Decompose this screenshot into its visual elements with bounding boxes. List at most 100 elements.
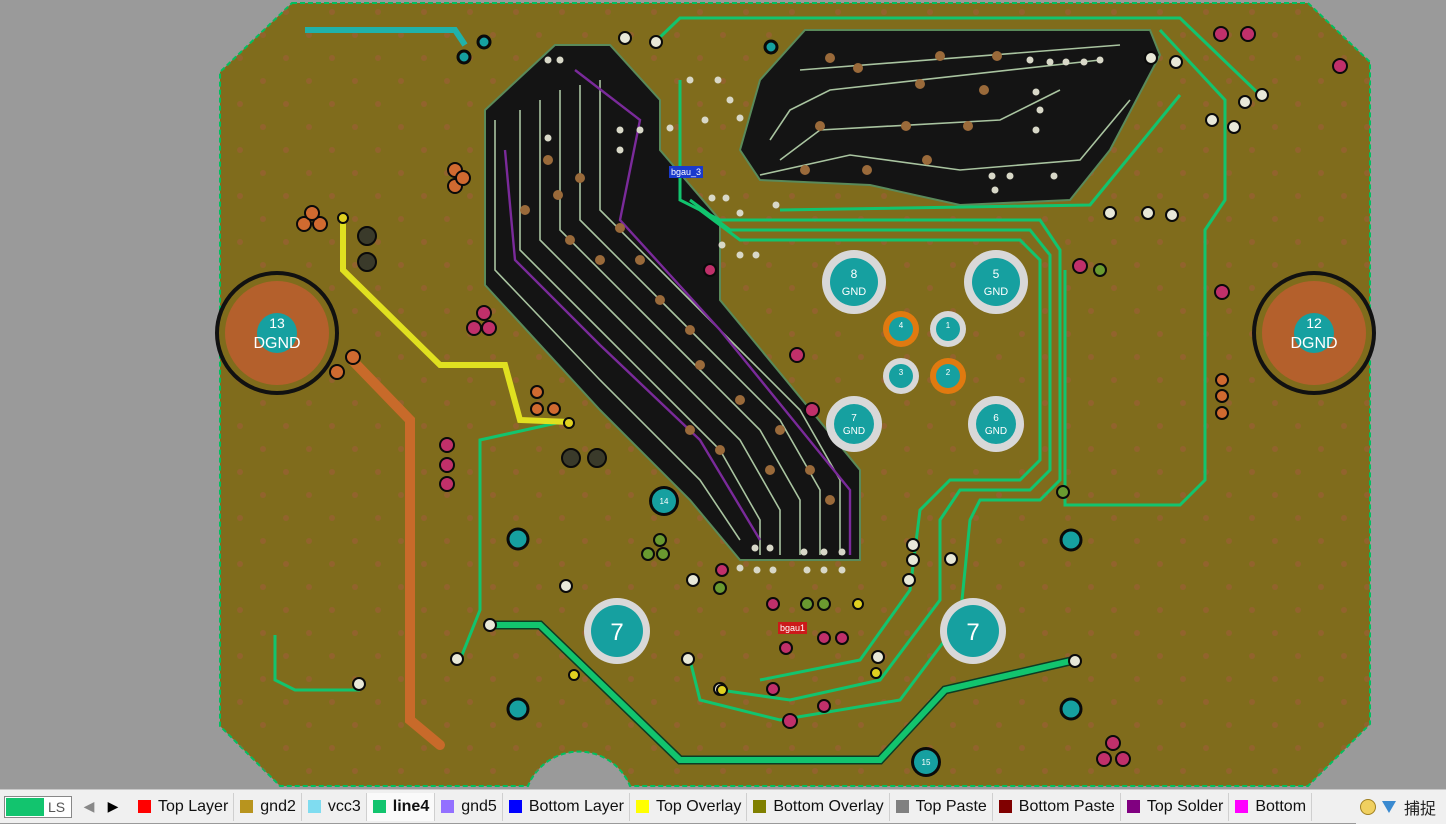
mount-hole-left[interactable] — [215, 271, 339, 395]
layer-color-swatch — [998, 800, 1012, 813]
gnd-pad-7-net: GND — [843, 426, 865, 437]
gnd-pad-7[interactable] — [826, 396, 882, 452]
teal-vias — [456, 34, 1083, 721]
filter-icon[interactable] — [1381, 801, 1396, 813]
region-brown-pads — [520, 51, 1002, 505]
meander-traces — [494, 80, 841, 555]
pcb-canvas[interactable]: 13 DGND 12 DGND 8 GND 5 GND 7 GND 6 GND … — [0, 0, 1446, 789]
region-vias — [544, 56, 1104, 574]
layer-tab-label: Bottom Paste — [1018, 797, 1115, 815]
layer-tab-label: line4 — [392, 797, 430, 815]
pad-7-right[interactable] — [940, 598, 1006, 664]
via-14[interactable] — [649, 486, 679, 516]
layer-tab-bottom-paste[interactable]: Bottom Paste — [993, 792, 1121, 821]
layer-tab-top-layer[interactable]: Top Layer — [132, 792, 235, 821]
olive-vias — [641, 263, 1107, 611]
pad-2[interactable] — [930, 358, 966, 394]
pad-1-number: 1 — [946, 321, 951, 330]
layer-color-swatch — [441, 800, 455, 813]
layer-tab-label: Top Paste — [915, 797, 987, 815]
top-overlay-trace — [340, 218, 571, 425]
gnd-pad-6-number: 6 — [993, 413, 999, 424]
pad-7-right-number: 7 — [966, 619, 979, 646]
mount-hole-right-net: DGND — [1290, 335, 1337, 352]
layer-tab-label: gnd2 — [260, 797, 296, 815]
layer-tab-vcc3[interactable]: vcc3 — [302, 792, 367, 821]
layer-tab-top-solder[interactable]: Top Solder — [1121, 792, 1230, 821]
net-label-bgau1: bgau1 — [778, 622, 808, 634]
red-vias — [439, 26, 1348, 767]
hatched-pads — [357, 226, 607, 468]
layer-color-swatch — [895, 800, 909, 813]
current-layer-swatch — [6, 797, 44, 816]
pad-1[interactable] — [930, 311, 966, 347]
gnd-pad-7-number: 7 — [851, 413, 857, 424]
layer-color-swatch — [1126, 800, 1140, 813]
layer-scroll-right-button[interactable]: ▶ — [102, 795, 124, 819]
pad-3-number: 3 — [899, 368, 904, 377]
via-15-number: 15 — [922, 758, 931, 767]
layer-tab-label: gnd5 — [461, 797, 497, 815]
gnd-pad-8-number: 8 — [851, 267, 858, 281]
layer-tab-line4[interactable]: line4 — [366, 792, 436, 821]
mount-hole-right-number: 12 — [1306, 315, 1322, 331]
layer-color-swatch — [635, 800, 649, 813]
chevron-right-icon: ▶ — [107, 798, 119, 814]
layer-tab-label: Top Solder — [1146, 797, 1224, 815]
pad-7-left[interactable] — [584, 598, 650, 664]
layer-tab-gnd2[interactable]: gnd2 — [234, 792, 302, 821]
purple-trace — [503, 149, 762, 541]
orange-trace — [347, 355, 445, 750]
gnd-pad-8-net: GND — [842, 286, 867, 298]
layer-tab-bar: LS ◀ ▶ Top Layer gnd2 vcc3 line4 gnd5 Bottom … — [0, 789, 1446, 824]
layer-tab-bottom[interactable]: Bottom — [1229, 792, 1313, 821]
layer-tab-top-overlay[interactable]: Top Overlay — [630, 792, 748, 821]
line4-traces — [490, 622, 1076, 763]
layer-color-swatch — [753, 800, 767, 813]
gnd-pad-5-net: GND — [984, 286, 1009, 298]
pcb-board-view[interactable]: 13 DGND 12 DGND 8 GND 5 GND 7 GND 6 GND … — [0, 0, 1446, 789]
layer-tab-label: Bottom Overlay — [773, 797, 884, 815]
gnd-pad-6-net: GND — [985, 426, 1007, 437]
pad-2-number: 2 — [946, 368, 951, 377]
layer-tab-top-paste[interactable]: Top Paste — [890, 792, 993, 821]
layer-tab-label: Top Layer — [158, 797, 229, 815]
gnd-pad-5[interactable] — [964, 250, 1028, 314]
white-vias — [352, 31, 1269, 696]
current-layer-indicator[interactable]: LS — [4, 795, 72, 818]
routing-region-top — [738, 29, 1162, 207]
current-layer-label: LS — [48, 798, 66, 815]
layer-color-swatch — [240, 800, 254, 813]
layer-tab-gnd5[interactable]: gnd5 — [435, 792, 503, 821]
pad-3[interactable] — [883, 358, 919, 394]
mount-hole-left-number: 13 — [269, 315, 285, 331]
layer-tab-bottom-overlay[interactable]: Bottom Overlay — [747, 792, 890, 821]
gnd-pad-5-number: 5 — [993, 267, 1000, 281]
mount-hole-right[interactable] — [1252, 271, 1376, 395]
layer-color-swatch — [307, 800, 321, 813]
gnd-pad-6[interactable] — [968, 396, 1024, 452]
pad-4-number: 4 — [899, 321, 904, 330]
vcc3-trace — [305, 27, 468, 47]
purple-trace — [574, 69, 852, 555]
layer-tab-label: Bottom Layer — [528, 797, 624, 815]
layer-color-swatch — [138, 800, 151, 813]
pad-7-left-number: 7 — [610, 619, 623, 646]
layer-bar-tail: 捕捉 — [1355, 790, 1446, 824]
pad-4[interactable] — [883, 311, 919, 347]
layer-tabs: Top Layer gnd2 vcc3 line4 gnd5 Bottom Layer To… — [132, 790, 1313, 823]
layer-tab-label: Top Overlay — [655, 797, 742, 815]
gnd-pad-8[interactable] — [822, 250, 886, 314]
via-15[interactable] — [911, 747, 941, 777]
user-icon[interactable] — [1359, 799, 1376, 815]
layer-color-swatch — [508, 800, 522, 813]
yellow-vias — [337, 212, 882, 696]
mount-hole-left-net: DGND — [253, 335, 300, 352]
layer-color-swatch — [372, 800, 386, 813]
layer-tab-bottom-layer[interactable]: Bottom Layer — [503, 792, 630, 821]
orange-vias — [296, 162, 1229, 420]
layer-tab-label: Bottom — [1255, 797, 1307, 815]
net-label-bgau-3: bgau_3 — [669, 166, 704, 178]
capture-button[interactable]: 捕捉 — [1403, 801, 1436, 818]
layer-scroll-left-button[interactable]: ◀ — [78, 795, 100, 819]
